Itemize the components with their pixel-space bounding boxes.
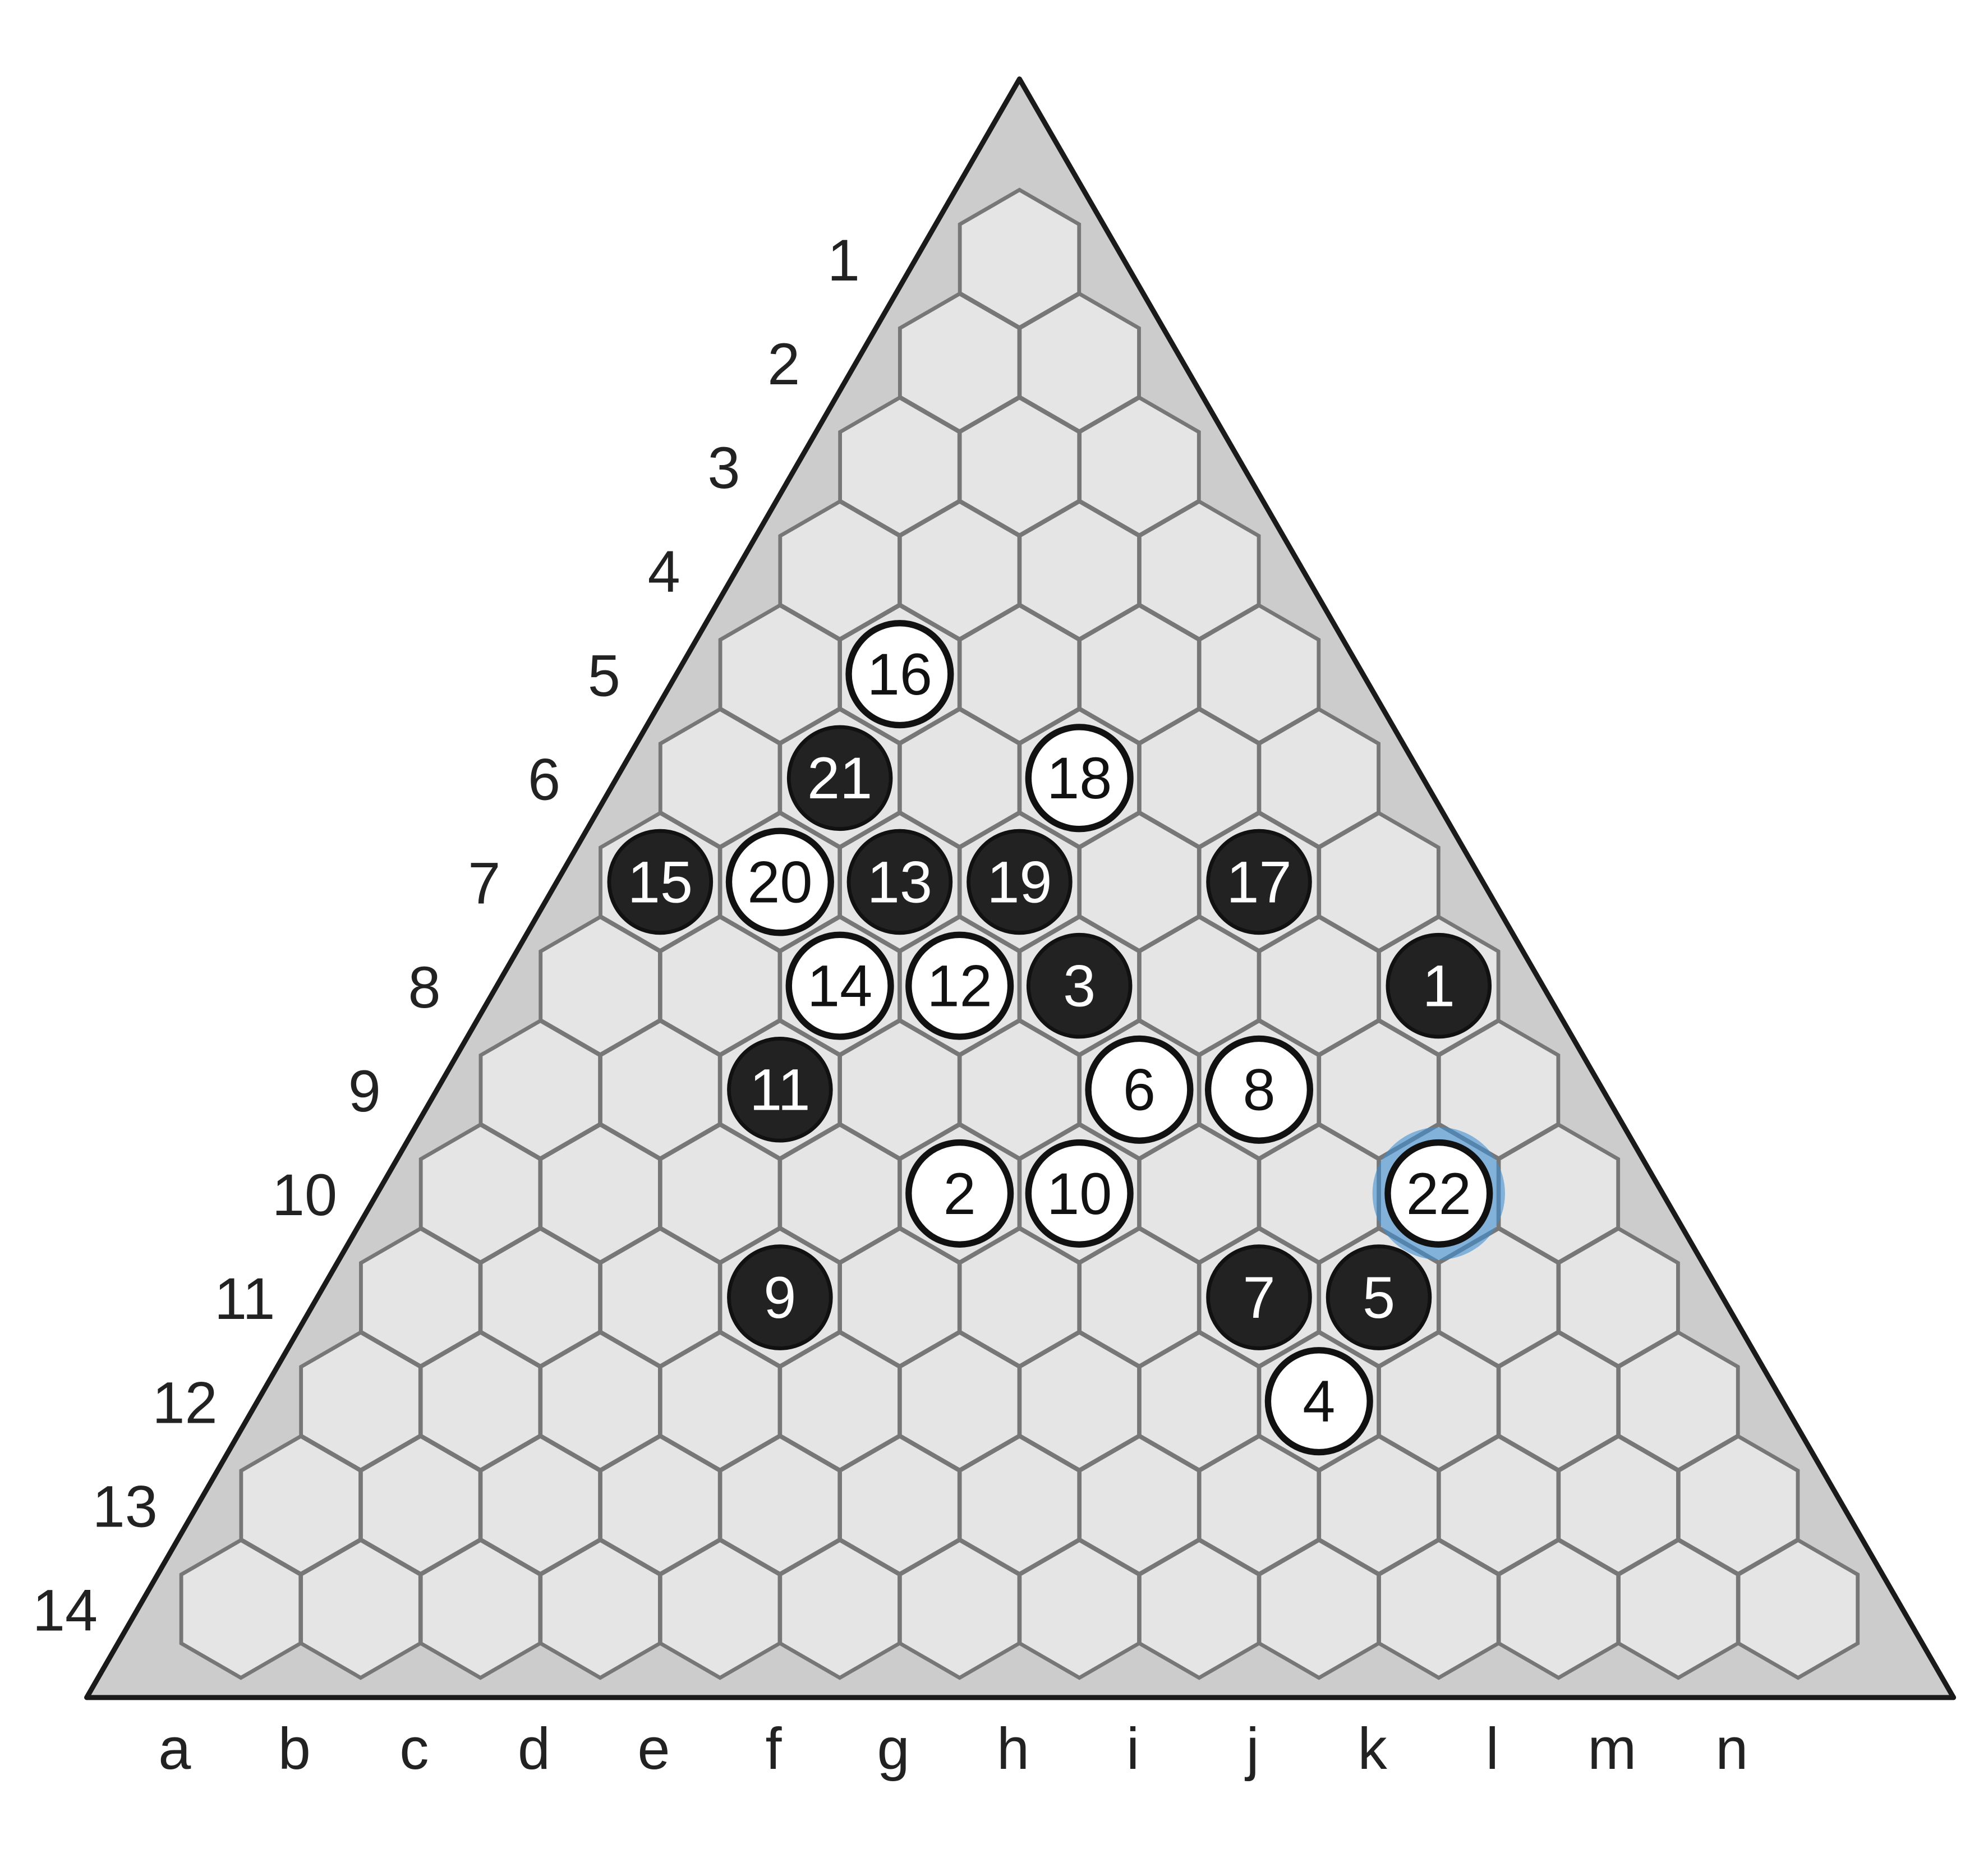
column-labels: a b c d e f g h i j k l m n xyxy=(158,1716,1748,1782)
row-label: 14 xyxy=(33,1578,98,1644)
white-stone: 18 xyxy=(1025,724,1134,833)
row-label: 5 xyxy=(588,643,620,709)
stone-disc xyxy=(786,725,893,831)
black-stone: 21 xyxy=(786,725,893,831)
column-label: i xyxy=(1126,1716,1139,1782)
stone-disc xyxy=(1085,1035,1194,1144)
black-stone: 3 xyxy=(1026,932,1133,1039)
move-number: 19 xyxy=(987,849,1052,915)
column-label: l xyxy=(1486,1716,1499,1782)
stone-disc xyxy=(905,1139,1014,1248)
stone-disc xyxy=(727,1244,833,1350)
white-stone: 10 xyxy=(1025,1139,1134,1248)
black-stone: 7 xyxy=(1206,1244,1312,1350)
stone-disc xyxy=(727,1036,833,1143)
column-label: c xyxy=(399,1716,429,1782)
move-number: 17 xyxy=(1226,849,1291,915)
white-stone: 12 xyxy=(905,931,1014,1040)
move-number: 7 xyxy=(1242,1265,1275,1331)
move-number: 8 xyxy=(1242,1057,1275,1123)
column-label: f xyxy=(765,1716,782,1782)
move-number: 12 xyxy=(927,953,992,1019)
stone-disc xyxy=(1264,1347,1373,1456)
move-number: 22 xyxy=(1406,1161,1471,1227)
row-label: 12 xyxy=(152,1370,217,1436)
black-stone: 17 xyxy=(1206,829,1312,935)
row-label: 13 xyxy=(93,1474,158,1539)
white-stone: 8 xyxy=(1204,1035,1314,1144)
column-label: d xyxy=(518,1716,550,1782)
stone-disc xyxy=(1025,724,1134,833)
column-label: n xyxy=(1715,1716,1748,1782)
stone-disc xyxy=(1206,1244,1312,1350)
column-label: j xyxy=(1245,1716,1259,1782)
black-stone: 5 xyxy=(1326,1244,1432,1350)
column-label: e xyxy=(637,1716,670,1782)
white-stone: 20 xyxy=(725,827,834,936)
stone-disc xyxy=(785,931,894,1040)
row-label: 10 xyxy=(272,1162,337,1228)
white-stone: 22 xyxy=(1372,1127,1505,1260)
column-label: k xyxy=(1358,1716,1388,1782)
stone-disc xyxy=(1326,1244,1432,1350)
column-label: h xyxy=(997,1716,1029,1782)
move-number: 10 xyxy=(1047,1161,1112,1227)
move-number: 15 xyxy=(628,849,693,915)
column-label: a xyxy=(158,1716,191,1782)
move-number: 4 xyxy=(1303,1369,1335,1434)
stone-disc xyxy=(725,827,834,936)
row-label: 4 xyxy=(648,539,680,605)
black-stone: 15 xyxy=(607,829,714,935)
stone-disc xyxy=(1206,829,1312,935)
white-stone: 16 xyxy=(845,620,954,729)
move-number: 16 xyxy=(867,642,932,707)
move-number: 18 xyxy=(1047,746,1112,811)
stone-disc xyxy=(1025,1139,1134,1248)
row-label: 1 xyxy=(827,228,860,293)
stone-disc xyxy=(846,829,953,935)
white-stone: 2 xyxy=(905,1139,1014,1248)
row-label: 7 xyxy=(468,851,500,917)
move-number: 11 xyxy=(749,1057,810,1123)
stone-disc xyxy=(845,620,954,729)
white-stone: 4 xyxy=(1264,1347,1373,1456)
column-label: b xyxy=(278,1716,311,1782)
move-number: 3 xyxy=(1063,953,1096,1019)
stone-disc xyxy=(1026,932,1133,1039)
move-number: 20 xyxy=(747,849,812,915)
move-number: 1 xyxy=(1423,953,1455,1019)
stone-disc xyxy=(1384,1139,1493,1248)
row-label: 6 xyxy=(528,747,560,812)
white-stone: 14 xyxy=(785,931,894,1040)
cell-grid xyxy=(179,187,1860,1680)
board-cell[interactable] xyxy=(1736,1538,1860,1680)
black-stone: 19 xyxy=(967,829,1073,935)
column-label: g xyxy=(877,1716,909,1782)
move-number: 5 xyxy=(1363,1265,1395,1331)
black-stone: 13 xyxy=(846,829,953,935)
row-label: 3 xyxy=(707,435,740,501)
white-stone: 6 xyxy=(1085,1035,1194,1144)
black-stone: 9 xyxy=(727,1244,833,1350)
move-number: 13 xyxy=(867,849,932,915)
black-stone: 1 xyxy=(1386,932,1492,1039)
move-number: 6 xyxy=(1123,1057,1156,1123)
move-number: 21 xyxy=(807,746,872,811)
row-label: 2 xyxy=(767,332,800,397)
row-label: 9 xyxy=(348,1059,381,1124)
stone-disc xyxy=(1204,1035,1314,1144)
row-label: 11 xyxy=(214,1266,275,1332)
stone-disc xyxy=(905,931,1014,1040)
move-number: 9 xyxy=(763,1265,796,1331)
stone-disc xyxy=(607,829,714,935)
move-number: 2 xyxy=(944,1161,976,1227)
row-label: 8 xyxy=(408,955,441,1020)
move-number: 14 xyxy=(807,953,872,1019)
black-stone: 11 xyxy=(727,1036,833,1143)
column-label: m xyxy=(1587,1716,1636,1782)
stone-disc xyxy=(967,829,1073,935)
stone-disc xyxy=(1386,932,1492,1039)
